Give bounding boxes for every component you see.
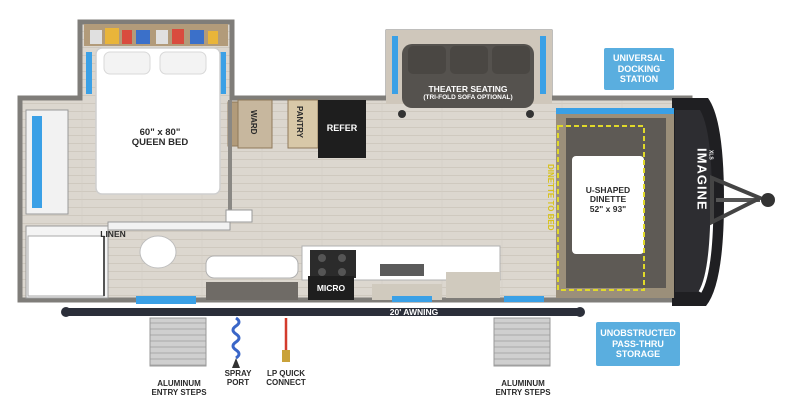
entry-steps-left — [149, 317, 207, 367]
linen-label: LINEN — [100, 229, 126, 239]
brand-logo: IMAGINE — [694, 148, 710, 211]
pantry — [287, 99, 319, 149]
sink — [380, 264, 424, 276]
theater-seating-label: THEATER SEATING (TRI-FOLD SOFA OPTIONAL) — [423, 84, 513, 102]
wardrobe — [237, 99, 273, 149]
ward-label: WARD — [248, 110, 258, 135]
entry-steps-right — [493, 317, 551, 367]
awning-bar — [62, 308, 584, 316]
microwave — [308, 276, 354, 300]
dinette-bed-outline — [557, 125, 645, 291]
pass-thru-storage-callout: UNOBSTRUCTED PASS-THRU STORAGE — [596, 322, 680, 366]
lp-quick-connect-label: LP QUICK CONNECT — [266, 369, 306, 387]
shower — [27, 235, 105, 297]
cooktop — [310, 250, 356, 278]
spray-port-hose — [231, 316, 241, 368]
dinette-to-bed-label: DINETTE TO BED — [545, 164, 555, 231]
pantry-label: PANTRY — [294, 106, 304, 138]
micro-label: MICRO — [316, 283, 346, 293]
universal-docking-station-callout: UNIVERSAL DOCKING STATION — [604, 48, 674, 90]
queen-bed — [95, 47, 221, 195]
queen-bed-label: 60" x 80" QUEEN BED — [131, 127, 189, 149]
dinette-label: U-SHAPED DINETTE 52" x 93" — [585, 185, 631, 214]
brand-sub: XLS — [707, 150, 714, 160]
awning-label: 20' AWNING — [389, 307, 439, 317]
entry-steps-left-label: ALUMINUM ENTRY STEPS — [151, 379, 207, 397]
lp-line — [282, 318, 290, 362]
toilet — [139, 235, 177, 269]
shelf-items — [90, 28, 218, 44]
refer-label: REFER — [326, 123, 358, 133]
spray-port-label: SPRAY PORT — [224, 369, 252, 387]
refrigerator — [318, 100, 366, 158]
entry-steps-right-label: ALUMINUM ENTRY STEPS — [495, 379, 551, 397]
